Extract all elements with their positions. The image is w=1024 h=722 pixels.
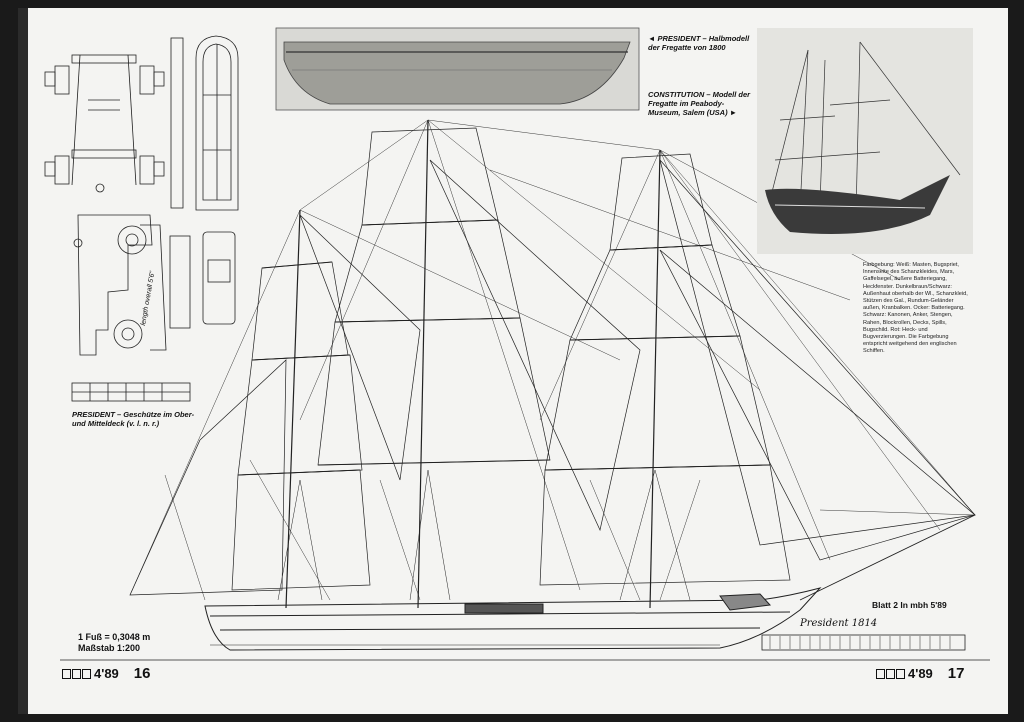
magazine-logo-icon	[62, 668, 91, 679]
footer-right-page: 17	[947, 665, 965, 682]
footer-left: 4'89 16	[62, 665, 150, 682]
fore-and-aft-sails	[129, 159, 976, 596]
ship-signature: President 1814	[800, 618, 878, 629]
footer-left-page: 16	[133, 665, 151, 682]
square-sails	[231, 127, 791, 591]
page-gutter	[18, 8, 28, 714]
footer-left-issue: 4'89	[94, 666, 119, 681]
yards	[237, 219, 771, 476]
caption-president-half-model: ◄ PRESIDENT – Halbmodell der Fregatte vo…	[648, 34, 750, 52]
gun-barrel-plan	[170, 35, 239, 211]
caption-guns: PRESIDENT – Geschütze im Ober- und Mitte…	[72, 410, 195, 428]
magazine-logo-icon	[876, 668, 905, 679]
footer-right: 4'89 17	[876, 665, 964, 682]
masts	[285, 119, 661, 609]
footer-right-issue: 4'89	[908, 666, 933, 681]
scale-note: 1 Fuß = 0,3048 m Maßstab 1:200	[78, 632, 150, 654]
shrouds	[277, 469, 691, 601]
half-model-photo	[275, 27, 640, 111]
colour-notes: Farbgebung: Weiß: Masten, Bugspriet, Inn…	[863, 262, 968, 355]
name-plate	[761, 634, 966, 651]
hull	[204, 514, 976, 651]
constitution-model-photo	[757, 28, 973, 254]
caption-constitution-model: CONSTITUTION – Modell der Fregatte im Pe…	[648, 90, 751, 117]
gun-carriage-top-view	[44, 54, 165, 193]
sheet-note: Blatt 2 In mbh 5'89	[872, 600, 947, 610]
rigging	[129, 119, 976, 601]
gun-side-view	[73, 214, 167, 356]
scale-line-1: 1 Fuß = 0,3048 m	[78, 632, 151, 642]
scale-line-2: Maßstab 1:200	[78, 643, 141, 653]
small-gun-views	[169, 231, 236, 329]
